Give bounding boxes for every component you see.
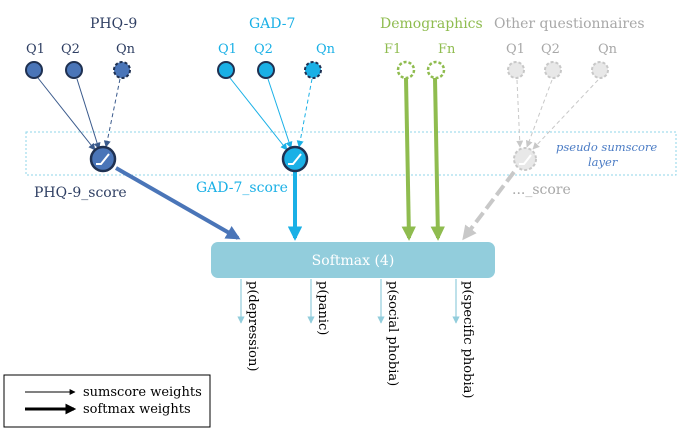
- other-q2-weight: [525, 79, 553, 148]
- other-q1-node: [507, 61, 525, 79]
- phq9-q1-weight: [37, 77, 96, 151]
- output-label-depression: p(depression): [245, 281, 260, 371]
- phq9-title: PHQ-9: [90, 16, 137, 32]
- activation-icon: [96, 153, 110, 165]
- other-score-softmax-weight: [462, 170, 516, 241]
- gad7-qn-weight: [296, 78, 313, 148]
- output-label-panic: p(panic): [315, 281, 330, 335]
- gad7-qn-node: [304, 61, 322, 79]
- phq9-score-label: PHQ-9_score: [34, 185, 127, 201]
- other-qn-node: [591, 61, 609, 79]
- phq9-score-softmax-weight: [115, 166, 241, 240]
- activation-icon: [288, 153, 302, 165]
- gad7-q2-weight: [267, 78, 293, 149]
- gad7-score-label: GAD-7_score: [196, 180, 288, 196]
- other-q1-weight: [516, 79, 524, 148]
- phq9-score-node: [89, 145, 117, 173]
- other-score-label: ..._score: [512, 182, 571, 198]
- activation-icon: [519, 154, 532, 165]
- demo-f1-label: F1: [384, 42, 401, 57]
- other-questionnaires-title: Other questionnaires: [494, 16, 645, 32]
- phq9-q2-weight: [76, 78, 101, 150]
- phq9-qn-node: [113, 61, 131, 79]
- other-qn-weight: [532, 79, 599, 150]
- other-score-node: [513, 147, 537, 171]
- other-q1-label: Q1: [506, 42, 525, 57]
- pseudo-layer-label-line1: pseudo sumscore: [556, 140, 657, 154]
- legend-sumscore-label: sumscore weights: [83, 385, 202, 400]
- pseudo-sumscore-layer-band: [25, 131, 677, 176]
- gad7-q2-node: [257, 61, 275, 79]
- gad7-q1-weight: [229, 77, 288, 151]
- phq9-qn-label: Qn: [116, 42, 136, 57]
- legend-softmax-label: softmax weights: [83, 402, 191, 417]
- other-qn-label: Qn: [598, 42, 618, 57]
- gad7-q1-node: [217, 61, 235, 79]
- gad7-qn-label: Qn: [316, 42, 336, 57]
- demo-f1-softmax-weight: [401, 77, 416, 241]
- demo-fn-softmax-weight: [430, 77, 445, 241]
- output-label-specific-phobia: p(specific phobia): [460, 281, 475, 398]
- pseudo-layer-label-line2: layer: [588, 155, 619, 169]
- phq9-q2-label: Q2: [61, 42, 80, 57]
- phq9-qn-weight: [103, 78, 121, 148]
- softmax-label: Softmax (4): [312, 253, 395, 269]
- phq9-q2-node: [65, 61, 83, 79]
- output-label-social-phobia: p(social phobia): [385, 281, 400, 386]
- legend-box: [3, 374, 211, 428]
- phq9-q1-node: [25, 61, 43, 79]
- gad7-score-node: [281, 145, 309, 173]
- demographics-title: Demographics: [380, 16, 483, 32]
- phq9-q1-label: Q1: [26, 42, 45, 57]
- gad7-q2-label: Q2: [254, 42, 273, 57]
- demo-fn-node: [426, 60, 446, 80]
- gad7-title: GAD-7: [249, 16, 295, 32]
- other-q2-node: [544, 61, 562, 79]
- gad7-q1-label: Q1: [218, 42, 237, 57]
- softmax-box: [211, 242, 495, 278]
- demo-f1-node: [396, 60, 416, 80]
- demo-fn-label: Fn: [438, 42, 456, 57]
- other-q2-label: Q2: [541, 42, 560, 57]
